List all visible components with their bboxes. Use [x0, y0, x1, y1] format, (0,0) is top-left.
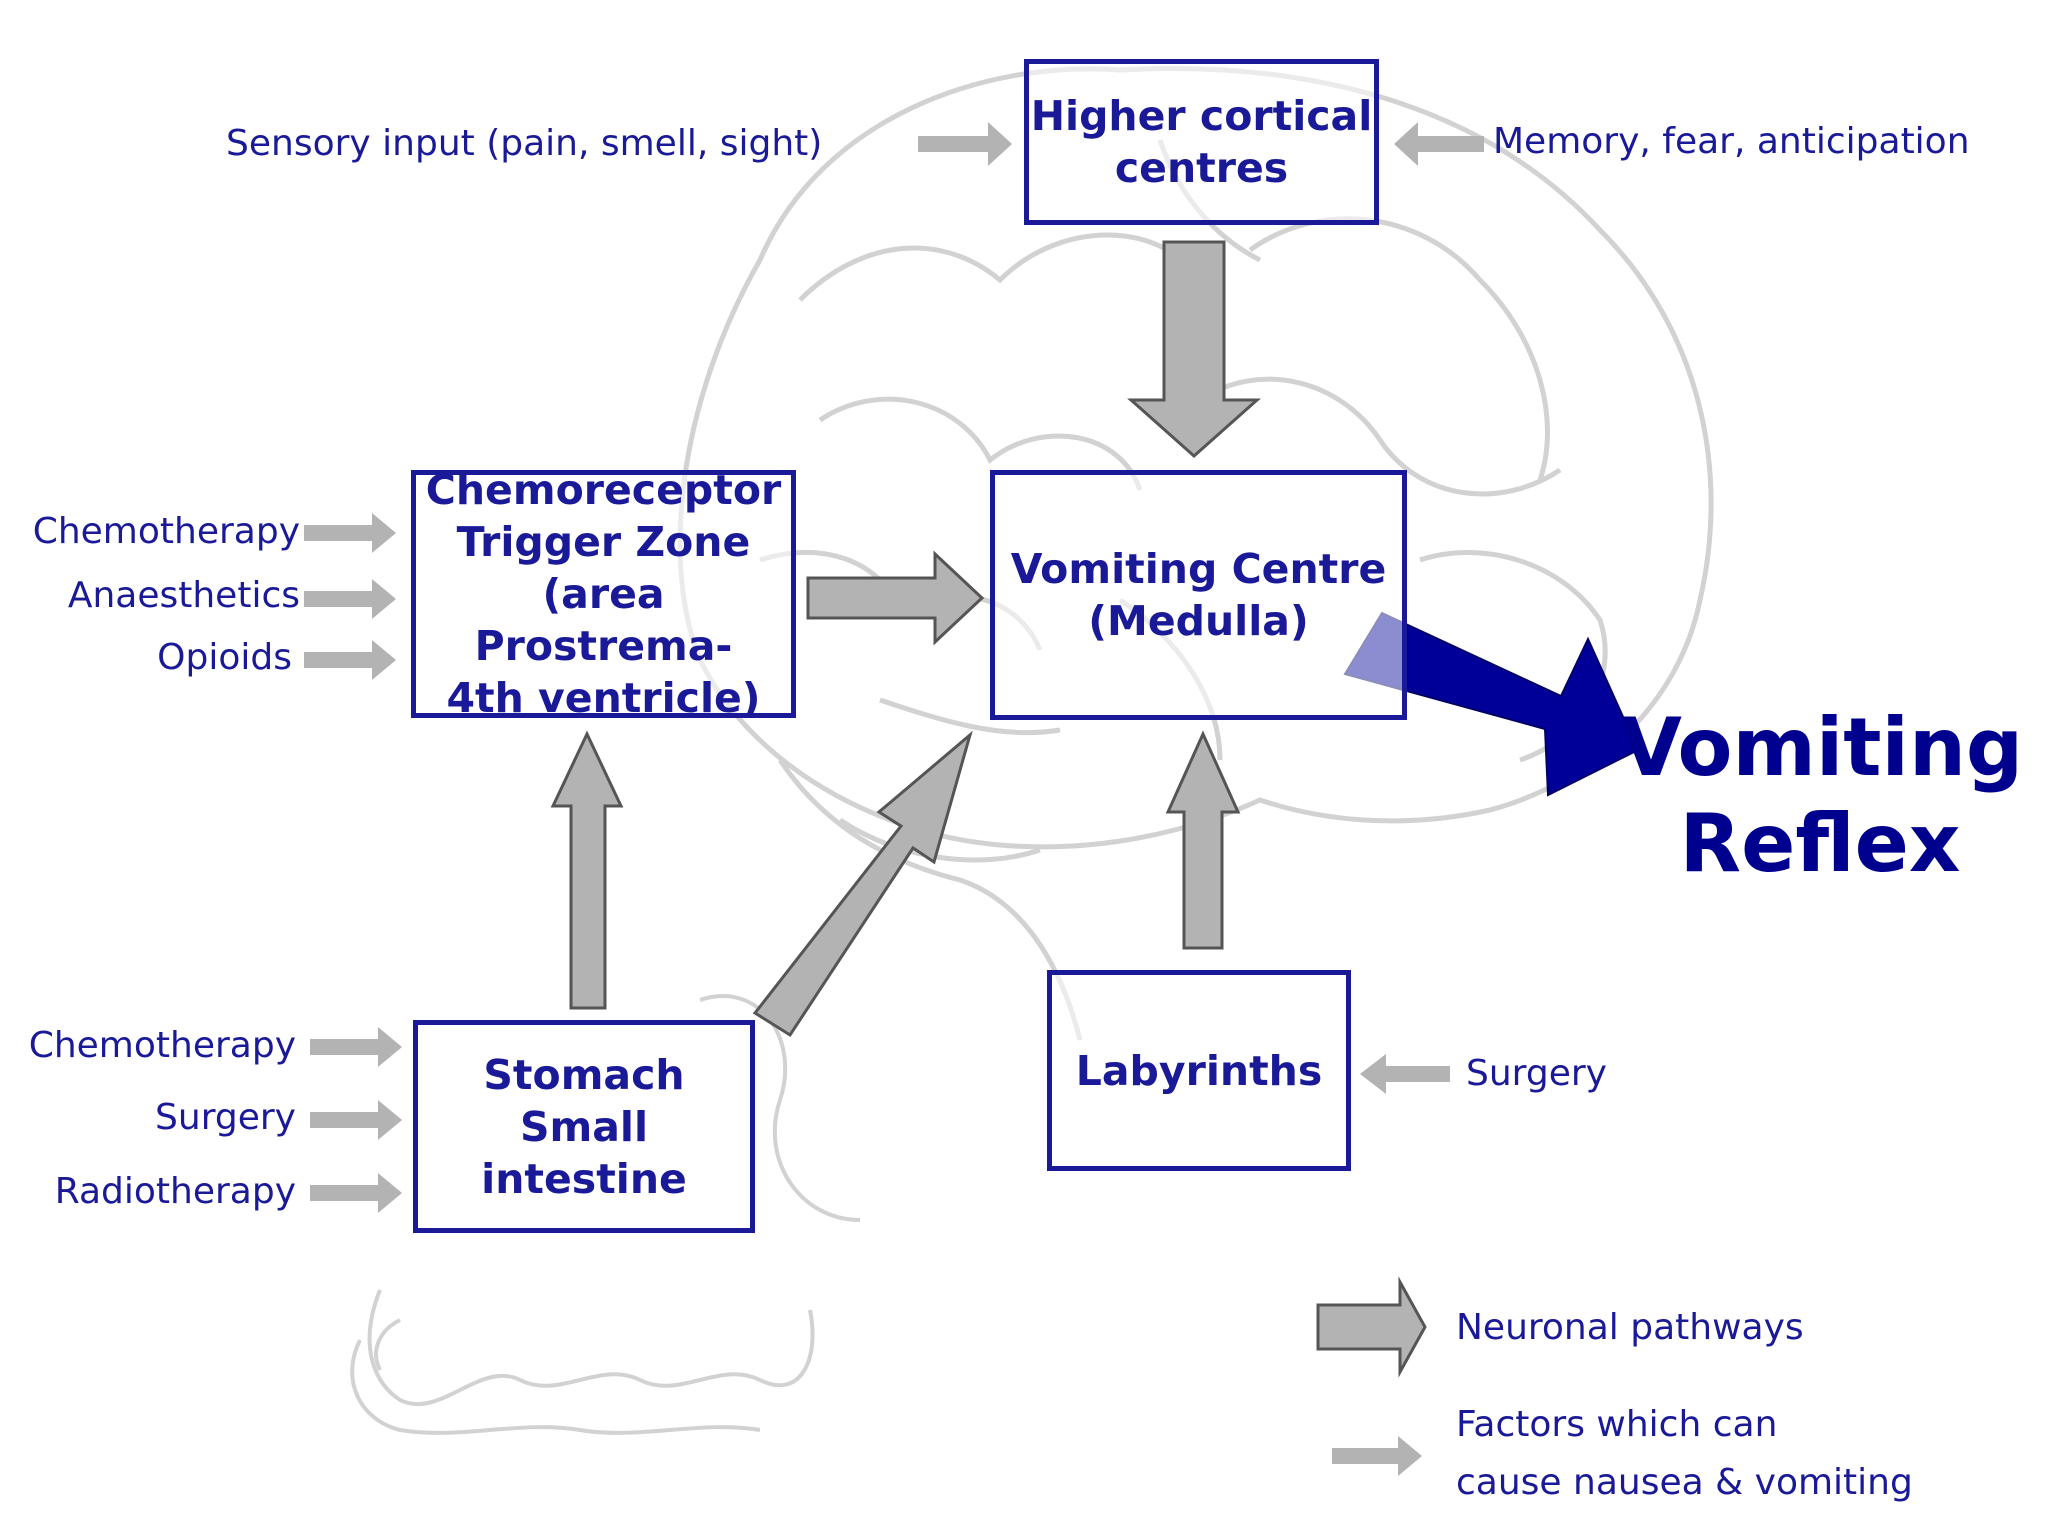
legend-neuronal-label: Neuronal pathways — [1456, 1307, 1804, 1348]
arrow-sensory-input — [918, 122, 1012, 166]
stomach-small-intestine-box: Stomach Small intestine — [413, 1020, 755, 1233]
arrow-memory-input — [1394, 122, 1484, 166]
stomach-factor-surgery: Surgery — [155, 1097, 296, 1138]
ctz-factor-anaesthetics: Anaesthetics — [67, 575, 300, 616]
box-line: centres — [1114, 144, 1289, 192]
arrow-stomach-surgery — [310, 1100, 402, 1140]
stomach-factor-chemotherapy: Chemotherapy — [28, 1025, 296, 1066]
legend-factors-line: Factors which can — [1456, 1404, 1778, 1445]
arrow-labyrinths-surgery — [1360, 1054, 1450, 1094]
box-line: Higher cortical — [1030, 92, 1373, 140]
legend-factor-arrow — [1332, 1436, 1422, 1476]
box-line: 4th ventricle) — [446, 674, 761, 722]
chemoreceptor-trigger-zone-box: Chemoreceptor Trigger Zone (area Prostre… — [411, 466, 796, 722]
reflex-line: Reflex — [1679, 797, 1961, 890]
gut-sketch — [350, 994, 861, 1435]
legend-factors-label: Factors which can cause nausea & vomitin… — [1456, 1396, 1913, 1512]
arrow-cortical-to-vomiting-centre — [1127, 240, 1261, 459]
box-line: (area Prostrema- — [474, 570, 733, 670]
box-line: Labyrinths — [1075, 1046, 1323, 1095]
arrow-ctz-anaesthetics — [304, 579, 396, 619]
arrow-ctz-opioids — [304, 640, 396, 680]
labyrinths-factor-surgery: Surgery — [1466, 1053, 1607, 1094]
arrow-stomach-chemotherapy — [310, 1027, 402, 1067]
ctz-factor-opioids: Opioids — [157, 637, 292, 678]
legend-neuronal-arrow — [1316, 1276, 1427, 1378]
box-line: Small intestine — [481, 1102, 687, 1203]
box-line: Trigger Zone — [456, 518, 751, 566]
sensory-input-label: Sensory input (pain, smell, sight) — [226, 123, 823, 164]
legend-factors-line: cause nausea & vomiting — [1456, 1462, 1913, 1503]
box-line: Stomach — [483, 1050, 685, 1099]
arrow-ctz-to-vomiting-centre — [806, 550, 985, 646]
box-line: Vomiting Centre — [1010, 545, 1387, 593]
reflex-line: Vomiting — [1620, 701, 2024, 794]
arrow-stomach-to-vomiting-centre — [752, 730, 973, 1038]
stomach-factor-radiotherapy: Radiotherapy — [54, 1171, 296, 1212]
labyrinths-box: Labyrinths — [1047, 970, 1351, 1171]
arrow-ctz-chemotherapy — [304, 513, 396, 553]
ctz-factor-chemotherapy: Chemotherapy — [32, 511, 300, 552]
box-line: (Medulla) — [1088, 597, 1309, 645]
arrow-labyrinths-to-vomiting-centre — [1165, 730, 1241, 950]
vomiting-centre-box: Vomiting Centre (Medulla) — [990, 470, 1407, 720]
neuronal-pathway-arrows — [550, 240, 1427, 1378]
higher-cortical-centres-box: Higher cortical centres — [1024, 59, 1379, 225]
box-line: Chemoreceptor — [425, 466, 782, 514]
vomiting-reflex-label: Vomiting Reflex — [1620, 700, 2024, 892]
arrow-stomach-to-ctz — [550, 730, 624, 1010]
memory-input-label: Memory, fear, anticipation — [1493, 121, 1970, 162]
factor-arrows — [304, 122, 1484, 1476]
arrow-stomach-radiotherapy — [310, 1173, 402, 1213]
